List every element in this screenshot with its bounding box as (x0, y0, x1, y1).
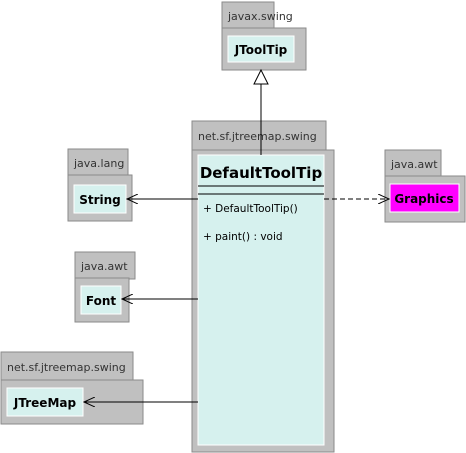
class-name-jtooltip: JToolTip (234, 43, 288, 57)
package-java-lang: java.lang String (67, 148, 133, 222)
class-name-jtreemap: JTreeMap (13, 396, 77, 410)
package-java-awt-graphics: java.awt Graphics (384, 149, 466, 223)
class-name-graphics: Graphics (394, 192, 453, 206)
member-constructor: + DefaultToolTip() (203, 203, 298, 215)
package-label-javax-swing: javax.swing (227, 10, 293, 23)
inheritance-arrow (253, 68, 269, 155)
package-jtreemap-main: net.sf.jtreemap.swing DefaultToolTip + D… (191, 120, 335, 453)
class-jtreemap[interactable]: JTreeMap (6, 387, 84, 417)
package-java-awt-font: java.awt Font (74, 251, 136, 323)
class-jtooltip[interactable]: JToolTip (227, 35, 295, 63)
class-defaulttooltip[interactable]: DefaultToolTip + DefaultToolTip() + pain… (197, 154, 325, 446)
class-graphics[interactable]: Graphics (389, 183, 460, 213)
class-name-defaulttooltip: DefaultToolTip (200, 164, 323, 182)
package-label-jtreemap-ref: net.sf.jtreemap.swing (7, 361, 126, 374)
package-jtreemap-ref: net.sf.jtreemap.swing JTreeMap (0, 351, 144, 425)
package-label-jtreemap-main: net.sf.jtreemap.swing (198, 130, 317, 143)
class-string[interactable]: String (73, 184, 127, 214)
package-label-java-awt-graphics: java.awt (390, 158, 438, 171)
member-paint: + paint() : void (203, 231, 283, 243)
package-label-java-lang: java.lang (73, 157, 124, 170)
class-name-string: String (79, 193, 121, 207)
package-label-java-awt-font: java.awt (80, 260, 128, 273)
class-name-font: Font (86, 294, 116, 308)
package-javax-swing: javax.swing JToolTip (221, 1, 307, 71)
class-font[interactable]: Font (80, 285, 122, 315)
